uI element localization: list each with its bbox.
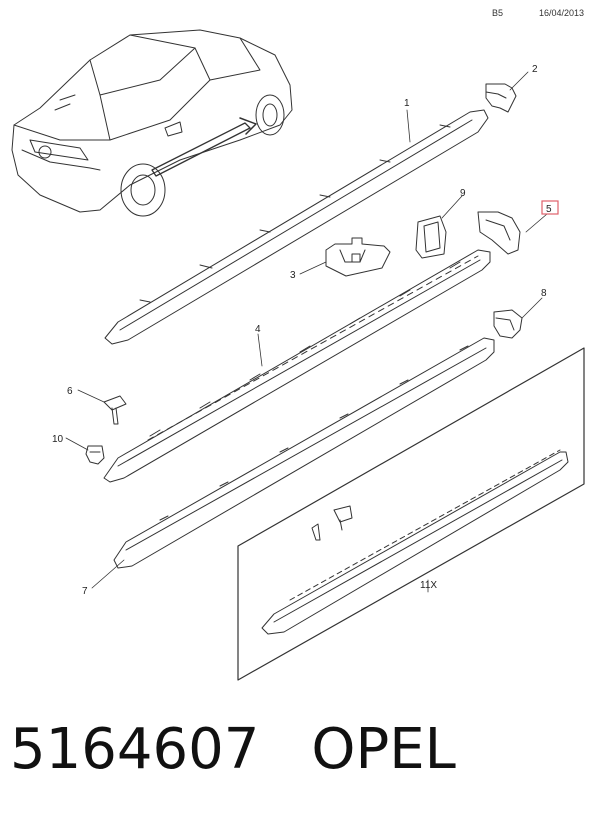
highlight-box-5 [541, 200, 559, 215]
part-8-bracket [493, 309, 523, 339]
part-3-clip [325, 237, 391, 277]
callout-5: 5 [546, 204, 552, 215]
callout-11x: 11X [420, 580, 437, 591]
leader-lines [65, 71, 548, 593]
car-illustration [11, 29, 293, 217]
callout-10: 10 [52, 434, 64, 445]
part-1-sill-moulding [104, 109, 489, 345]
callout-7: 7 [82, 586, 88, 597]
kit-11x-box [237, 347, 585, 681]
callout-1: 1 [404, 98, 410, 109]
part-2-bracket [485, 83, 517, 113]
callout-4: 4 [255, 324, 261, 335]
part-4-sill-moulding [103, 249, 491, 483]
part-number: 5164607 [10, 717, 260, 782]
part-5-bracket [477, 211, 521, 255]
callout-6: 6 [67, 386, 73, 397]
callout-9: 9 [460, 188, 466, 199]
callout-3: 3 [290, 270, 296, 281]
sheet-date: 16/04/2013 [539, 8, 585, 18]
callout-2: 2 [532, 64, 538, 75]
brand-name: OPEL [311, 717, 456, 782]
part-7-sill-moulding [113, 337, 495, 569]
callout-8: 8 [541, 288, 547, 299]
sheet-code: B5 [492, 8, 504, 18]
parts-diagram: 1 2 3 4 5 6 7 8 9 10 11X [11, 29, 585, 681]
part-9-clip [415, 215, 447, 259]
part-10-grommet [85, 445, 105, 465]
part-6-screw [103, 395, 127, 425]
